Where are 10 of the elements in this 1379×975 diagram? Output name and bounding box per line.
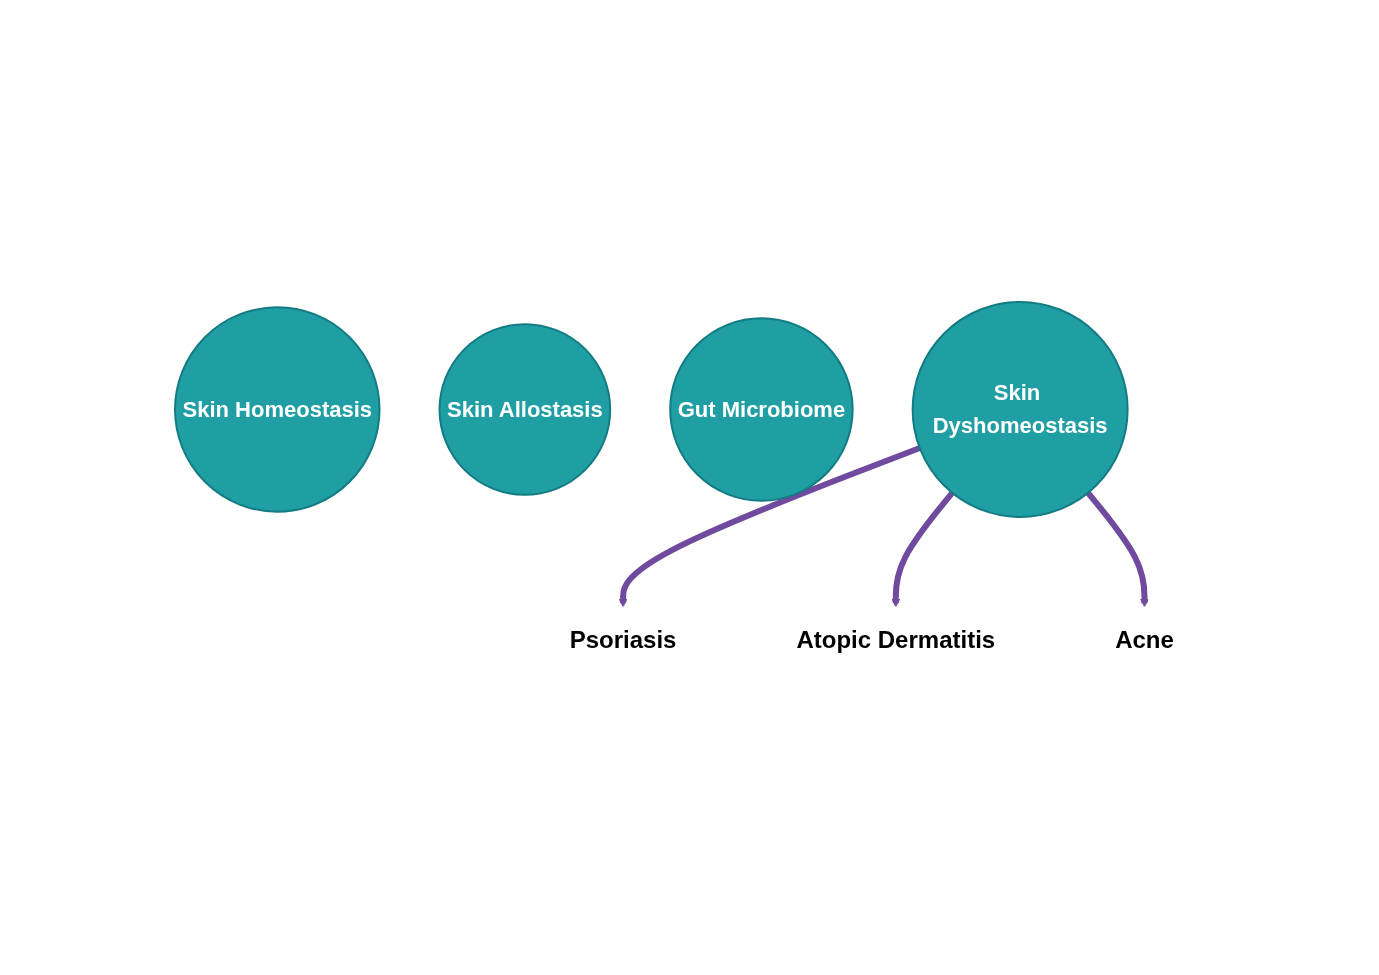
node-circle: Skin Allostasis: [438, 323, 612, 496]
arrow: [618, 445, 921, 608]
arrow: [891, 490, 955, 608]
arrow: [1085, 490, 1149, 608]
node-text: Atopic Dermatitis: [796, 625, 996, 653]
node-text: Acne: [1115, 625, 1174, 653]
node-text: Psoriasis: [569, 625, 677, 653]
node-circle: Gut Microbiome: [669, 317, 854, 502]
node-circle: Skin Homeostasis: [174, 306, 381, 513]
node-circle: Skin Dyshomeostasis: [911, 301, 1129, 518]
